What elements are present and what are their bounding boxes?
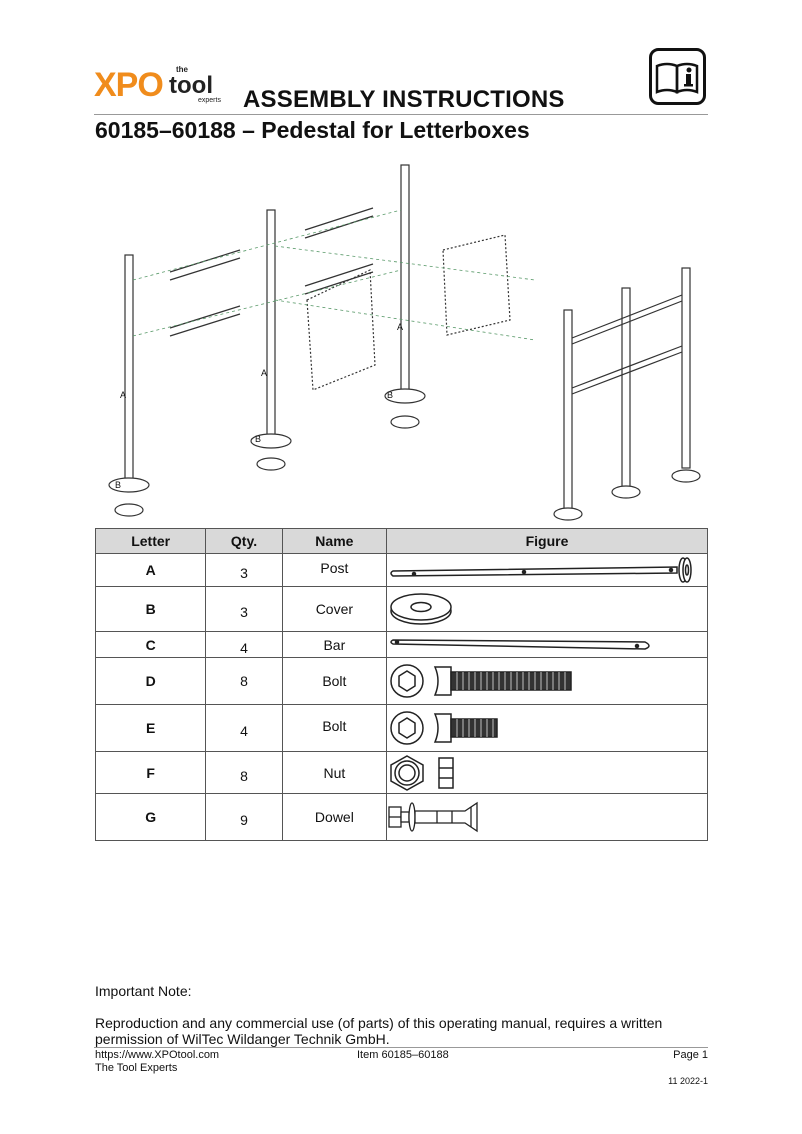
short-bolt-figure <box>386 704 708 752</box>
header-figure: Figure <box>386 528 708 554</box>
row-name: Bolt <box>281 704 388 752</box>
parts-table: Letter Qty. Name Figure A 3 Post <box>94 528 708 841</box>
logo-the: the <box>176 65 188 74</box>
post-figure <box>386 553 708 587</box>
long-bolt-figure <box>386 657 708 705</box>
header-name: Name <box>281 528 388 554</box>
diagram-label: B <box>255 434 262 444</box>
row-name: Bolt <box>281 657 388 705</box>
bar-figure <box>386 631 708 658</box>
row-name: Post <box>281 553 388 587</box>
table-row: B 3 Cover <box>94 586 708 632</box>
row-name: Bar <box>281 631 388 658</box>
header-qty: Qty. <box>205 528 283 554</box>
manual-info-icon <box>649 48 706 105</box>
row-qty: 4 <box>205 704 283 752</box>
page-subtitle: 60185–60188 – Pedestal for Letterboxes <box>95 117 530 143</box>
diagram-label: B <box>115 480 122 490</box>
footer-page-number: Page 1 <box>673 1049 708 1061</box>
row-letter: A <box>94 553 207 587</box>
assembled-view <box>553 267 701 521</box>
header-letter: Letter <box>94 528 207 554</box>
row-letter: B <box>94 586 207 632</box>
row-qty: 8 <box>205 657 283 705</box>
footer-rule <box>94 1047 708 1048</box>
diagram-label: B <box>387 390 394 400</box>
guide-lines <box>132 209 536 341</box>
footer-tagline: The Tool Experts <box>95 1062 178 1074</box>
important-note-label: Important Note: <box>95 983 192 999</box>
logo-experts: experts <box>198 97 221 104</box>
document-title: ASSEMBLY INSTRUCTIONS <box>243 86 565 113</box>
footer-revision-date: 11 2022-1 <box>668 1076 708 1086</box>
cover-figure <box>386 586 708 632</box>
row-qty: 3 <box>205 553 283 587</box>
table-row: D 8 Bolt <box>94 657 708 705</box>
footer-url-link[interactable]: https://www.XPOtool.com <box>95 1049 220 1061</box>
row-letter: C <box>94 631 207 658</box>
row-letter: F <box>94 751 207 794</box>
important-note-text: Reproduction and any commercial use (of … <box>95 1015 663 1047</box>
row-qty: 9 <box>205 793 283 841</box>
row-qty: 3 <box>205 586 283 632</box>
row-qty: 4 <box>205 631 283 658</box>
exploded-letterboxes <box>306 234 511 391</box>
table-row: F 8 Nut <box>94 751 708 794</box>
row-letter: D <box>94 657 207 705</box>
row-qty: 8 <box>205 751 283 794</box>
row-letter: G <box>94 793 207 841</box>
table-header-row: Letter Qty. Name Figure <box>94 528 708 554</box>
row-name: Cover <box>281 586 388 632</box>
header-rule <box>94 114 708 115</box>
xpotool-logo: XPO the tool experts <box>94 65 226 106</box>
logo-xpo: XPO <box>94 66 164 104</box>
diagram-label: A <box>261 368 268 378</box>
assembly-diagram: A A A B B B <box>95 150 715 530</box>
row-name: Dowel <box>281 793 388 841</box>
diagram-label: A <box>397 322 404 332</box>
nut-figure <box>386 751 708 794</box>
footer-item-number: Item 60185–60188 <box>357 1049 449 1061</box>
row-letter: E <box>94 704 207 752</box>
logo-tool: tool <box>169 72 213 99</box>
diagram-label: A <box>120 390 127 400</box>
table-row: E 4 Bolt <box>94 704 708 752</box>
table-row: G 9 Dowel <box>94 793 708 841</box>
table-row: A 3 Post <box>94 553 708 587</box>
row-name: Nut <box>281 751 388 794</box>
exploded-posts <box>108 164 426 517</box>
table-row: C 4 Bar <box>94 631 708 658</box>
dowel-figure <box>386 793 708 841</box>
